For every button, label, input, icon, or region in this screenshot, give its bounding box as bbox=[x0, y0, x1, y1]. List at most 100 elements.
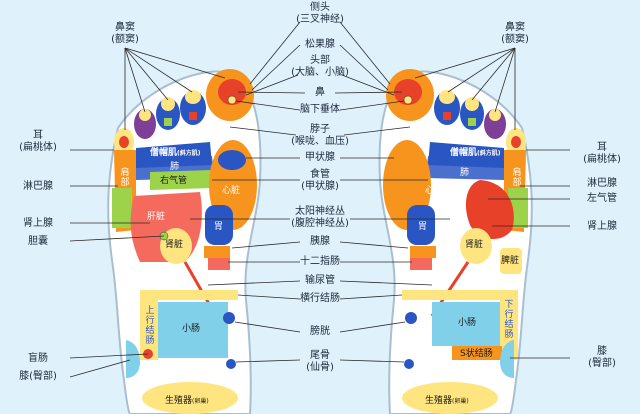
label-transverse-text: 横行结肠 bbox=[300, 293, 340, 304]
label-duodenum: 十二指肠 bbox=[300, 256, 340, 268]
label-neck: 脖子(喉咙、血压) bbox=[291, 124, 349, 148]
label-thyroid-text: 甲状腺 bbox=[305, 152, 335, 163]
label-left-ear-text: 耳 bbox=[33, 130, 43, 141]
label-left-sinus: 鼻窦(额窦) bbox=[111, 22, 139, 46]
right-stomach bbox=[407, 205, 435, 245]
label-left-appendix: 盲肠 bbox=[28, 353, 48, 365]
label-left-lymph: 淋巴腺 bbox=[23, 181, 53, 193]
label-duodenum-text: 十二指肠 bbox=[300, 256, 340, 267]
label-solar-sub: (腹腔神经丛) bbox=[291, 218, 349, 229]
right-toe-2-tip bbox=[439, 90, 455, 104]
left-lung-label: 肺 bbox=[170, 162, 180, 172]
label-pineal-text: 松果腺 bbox=[305, 39, 335, 50]
label-right-lymph: 淋巴腺 bbox=[587, 178, 617, 190]
left-shoulder-green bbox=[112, 188, 132, 228]
left-small-label: 小肠 bbox=[182, 324, 201, 334]
left-duodenum bbox=[208, 258, 230, 270]
label-right-ear: 耳(扁桃体) bbox=[583, 142, 621, 166]
label-left-adrenal-text: 肾上腺 bbox=[23, 218, 53, 229]
label-esophagus-sub: (甲状腺) bbox=[301, 181, 339, 192]
right-reproductive bbox=[402, 382, 498, 414]
right-big-toe-head bbox=[394, 79, 422, 105]
left-heart-label: 心脏 bbox=[222, 186, 241, 196]
left-bronchus bbox=[150, 170, 212, 190]
left-trapezius-sub: (斜方肌) bbox=[177, 150, 201, 157]
left-kidney-label: 肾脏 bbox=[165, 240, 184, 250]
right-toe-4-tip bbox=[489, 109, 501, 121]
label-neck-sub: (喉咙、血压) bbox=[291, 136, 349, 147]
left-big-toe-head bbox=[218, 79, 246, 105]
right-toe-3-tip bbox=[465, 97, 479, 111]
label-left-appendix-text: 盲肠 bbox=[28, 353, 48, 364]
label-esophagus: 食管(甲状腺) bbox=[301, 169, 339, 193]
right-sigmoid bbox=[452, 346, 502, 360]
label-pancreas: 胰腺 bbox=[310, 236, 330, 248]
left-toe-5-mid bbox=[119, 136, 129, 148]
label-neck-text: 脖子 bbox=[310, 124, 330, 135]
label-left-knee-text: 膝 bbox=[19, 371, 30, 382]
right-heart bbox=[465, 180, 514, 240]
left-liver-label: 肝脏 bbox=[147, 212, 166, 222]
left-trapezius-text: 僧帽肌 bbox=[150, 148, 178, 158]
right-sigmoid-label: S状结肠 bbox=[460, 349, 493, 359]
right-lung bbox=[426, 156, 504, 180]
right-lung-label: 肺 bbox=[460, 168, 470, 178]
label-right-knee-sub: (臀部) bbox=[588, 358, 616, 369]
left-ascending-label: 上行结肠 bbox=[145, 306, 155, 346]
left-pancreas bbox=[204, 246, 230, 258]
right-reproductive-sub: (卵巢) bbox=[452, 398, 469, 405]
left-small bbox=[158, 302, 228, 358]
right-pancreas bbox=[410, 246, 436, 258]
right-trapezius-text: 僧帽肌 bbox=[450, 148, 478, 158]
label-head-text: 头部 bbox=[310, 55, 330, 66]
label-left-adrenal: 肾上腺 bbox=[23, 218, 53, 230]
label-ureter: 输尿管 bbox=[305, 275, 335, 287]
left-heart bbox=[218, 150, 246, 170]
right-toe-3-mark bbox=[468, 118, 476, 126]
left-stomach-label: 胃 bbox=[214, 222, 224, 232]
right-spleen-label: 脾脏 bbox=[501, 256, 520, 266]
right-kidney-label: 肾脏 bbox=[465, 240, 484, 250]
label-bladder: 膀胱 bbox=[310, 326, 330, 338]
label-right-ear-text: 耳 bbox=[597, 142, 607, 153]
label-coccyx-text: 尾骨 bbox=[310, 350, 330, 361]
label-right-knee-text: 膝 bbox=[597, 346, 607, 357]
label-pancreas-text: 胰腺 bbox=[310, 236, 330, 247]
label-pituitary: 脑下垂体 bbox=[300, 104, 340, 116]
right-foot bbox=[378, 69, 533, 414]
label-trigeminal-sub: (三叉神经) bbox=[296, 14, 344, 25]
label-trigeminal: 侧头(三叉神经) bbox=[296, 2, 344, 26]
right-spleen bbox=[500, 248, 522, 274]
label-head: 头部(大脑、小脑) bbox=[291, 55, 349, 79]
left-reproductive bbox=[142, 382, 238, 414]
label-nose-text: 鼻 bbox=[315, 87, 325, 98]
left-toe-2-mark bbox=[189, 112, 197, 120]
right-small bbox=[432, 302, 500, 346]
left-pituitary bbox=[227, 95, 237, 105]
label-head-sub: (大脑、小脑) bbox=[291, 67, 349, 78]
right-duodenum bbox=[410, 258, 432, 270]
label-nose: 鼻 bbox=[315, 87, 325, 99]
label-pituitary-text: 脑下垂体 bbox=[300, 104, 340, 115]
label-pineal: 松果腺 bbox=[305, 39, 335, 51]
label-right-sinus-text: 鼻窦 bbox=[505, 22, 525, 33]
left-trapezius-label: 僧帽肌(斜方肌) bbox=[150, 148, 201, 159]
left-reproductive-text: 生殖器 bbox=[165, 396, 193, 406]
right-descending-label: 下行结肠 bbox=[504, 300, 514, 340]
left-shoulder-label: 肩部 bbox=[120, 168, 130, 188]
label-left-knee: 膝(臀部) bbox=[19, 371, 57, 383]
label-right-lymph-text: 淋巴腺 bbox=[587, 178, 617, 189]
left-reproductive-label: 生殖器(卵巢) bbox=[165, 396, 209, 407]
label-left-ear: 耳(扁桃体) bbox=[19, 130, 57, 154]
right-knee bbox=[500, 340, 514, 378]
left-bladder bbox=[223, 312, 235, 324]
right-pituitary bbox=[403, 95, 413, 105]
right-trapezius-sub: (斜方肌) bbox=[477, 150, 501, 157]
label-right-sinus-sub: (额窦) bbox=[501, 34, 529, 45]
left-knee bbox=[126, 340, 140, 378]
label-coccyx: 尾骨(仙骨) bbox=[306, 350, 334, 374]
left-toe-3-mark bbox=[164, 118, 172, 126]
right-transverse bbox=[402, 290, 500, 300]
